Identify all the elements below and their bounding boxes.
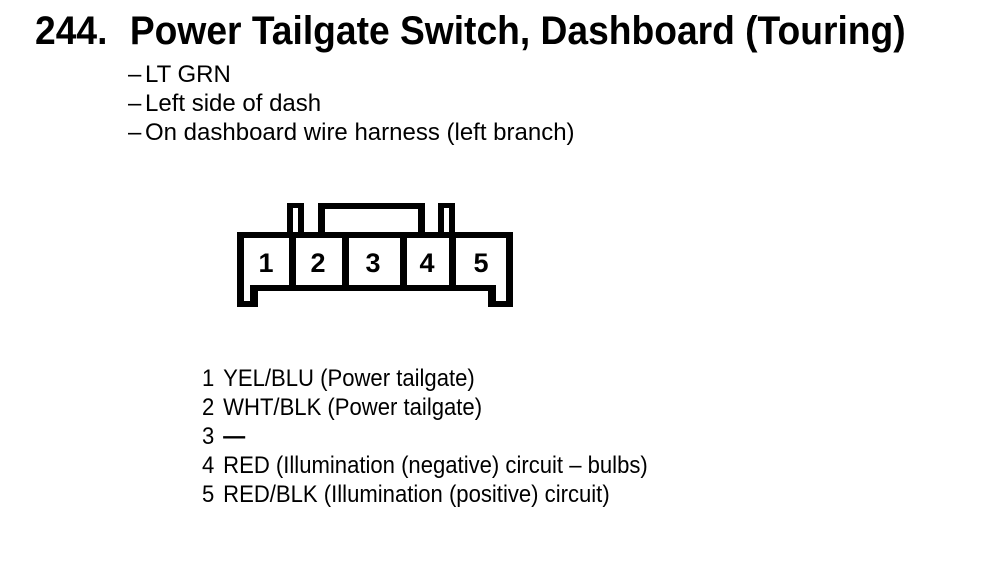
- detail-note: –On dashboard wire harness (left branch): [128, 118, 575, 147]
- pin-description: RED/BLK (Illumination (positive) circuit…: [223, 481, 610, 508]
- housing-right-foot-step: [488, 285, 496, 307]
- center-tab: [318, 203, 325, 232]
- lock-tab-left: [287, 203, 304, 208]
- housing-bottom-edge: [250, 285, 496, 291]
- lock-tab-right: [438, 203, 455, 208]
- pin-cavity-number: 3: [365, 248, 380, 278]
- pin-cavity-number: 5: [473, 248, 488, 278]
- dash-bullet: –: [128, 119, 142, 146]
- detail-note: –LT GRN: [128, 60, 575, 89]
- housing-right-wall: [506, 232, 513, 307]
- pinout-row: 3 —: [202, 422, 648, 451]
- pin-cavity-number: 1: [258, 248, 273, 278]
- cavity-divider: [400, 232, 407, 291]
- center-tab: [418, 203, 425, 232]
- dash-bullet: –: [128, 90, 142, 117]
- pin-number: 1: [202, 365, 215, 392]
- pin-cavity-number: 4: [419, 248, 434, 278]
- pinout-row: 2 WHT/BLK (Power tailgate): [202, 393, 648, 422]
- pinout-row: 1 YEL/BLU (Power tailgate): [202, 364, 648, 393]
- housing-left-foot-base: [237, 301, 258, 307]
- section-number: 244.: [35, 9, 108, 53]
- lock-tab-right: [438, 203, 444, 232]
- detail-text: On dashboard wire harness (left branch): [145, 119, 575, 146]
- page-title: Power Tailgate Switch, Dashboard (Tourin…: [129, 9, 906, 53]
- housing-right-foot-base: [488, 301, 513, 307]
- connector-housing: [237, 203, 513, 307]
- lock-tab-left: [298, 203, 304, 232]
- pin-description: YEL/BLU (Power tailgate): [223, 365, 475, 392]
- pin-number: 2: [202, 394, 215, 421]
- housing-left-wall: [237, 232, 244, 307]
- cavity-divider: [289, 232, 296, 291]
- pin-cavity-numbers: 1 2 3 4 5: [258, 248, 488, 278]
- detail-text: Left side of dash: [145, 90, 322, 117]
- detail-notes: –LT GRN –Left side of dash –On dashboard…: [128, 60, 575, 147]
- pin-cavity-number: 2: [310, 248, 325, 278]
- housing-left-foot-step: [250, 285, 258, 307]
- pin-number: 3: [202, 423, 215, 450]
- housing-top-edge: [237, 232, 513, 238]
- detail-text: LT GRN: [145, 61, 231, 88]
- cavity-divider: [449, 232, 456, 291]
- section-heading: 244. Power Tailgate Switch, Dashboard (To…: [35, 11, 906, 51]
- pin-number: 5: [202, 481, 215, 508]
- lock-tab-left: [287, 203, 293, 232]
- detail-note: –Left side of dash: [128, 89, 575, 118]
- center-tab: [318, 203, 425, 209]
- cavity-divider: [342, 232, 349, 291]
- connector-diagram: 1 2 3 4 5: [237, 203, 513, 307]
- pin-description: —: [223, 423, 246, 450]
- pinout-list: 1 YEL/BLU (Power tailgate) 2 WHT/BLK (Po…: [202, 364, 648, 509]
- lock-tab-right: [449, 203, 455, 232]
- pinout-row: 4 RED (Illumination (negative) circuit –…: [202, 451, 648, 480]
- pin-description: WHT/BLK (Power tailgate): [223, 394, 483, 421]
- pin-number: 4: [202, 452, 215, 479]
- pinout-row: 5 RED/BLK (Illumination (positive) circu…: [202, 480, 648, 509]
- pin-description: RED (Illumination (negative) circuit – b…: [223, 452, 648, 479]
- dash-bullet: –: [128, 61, 142, 88]
